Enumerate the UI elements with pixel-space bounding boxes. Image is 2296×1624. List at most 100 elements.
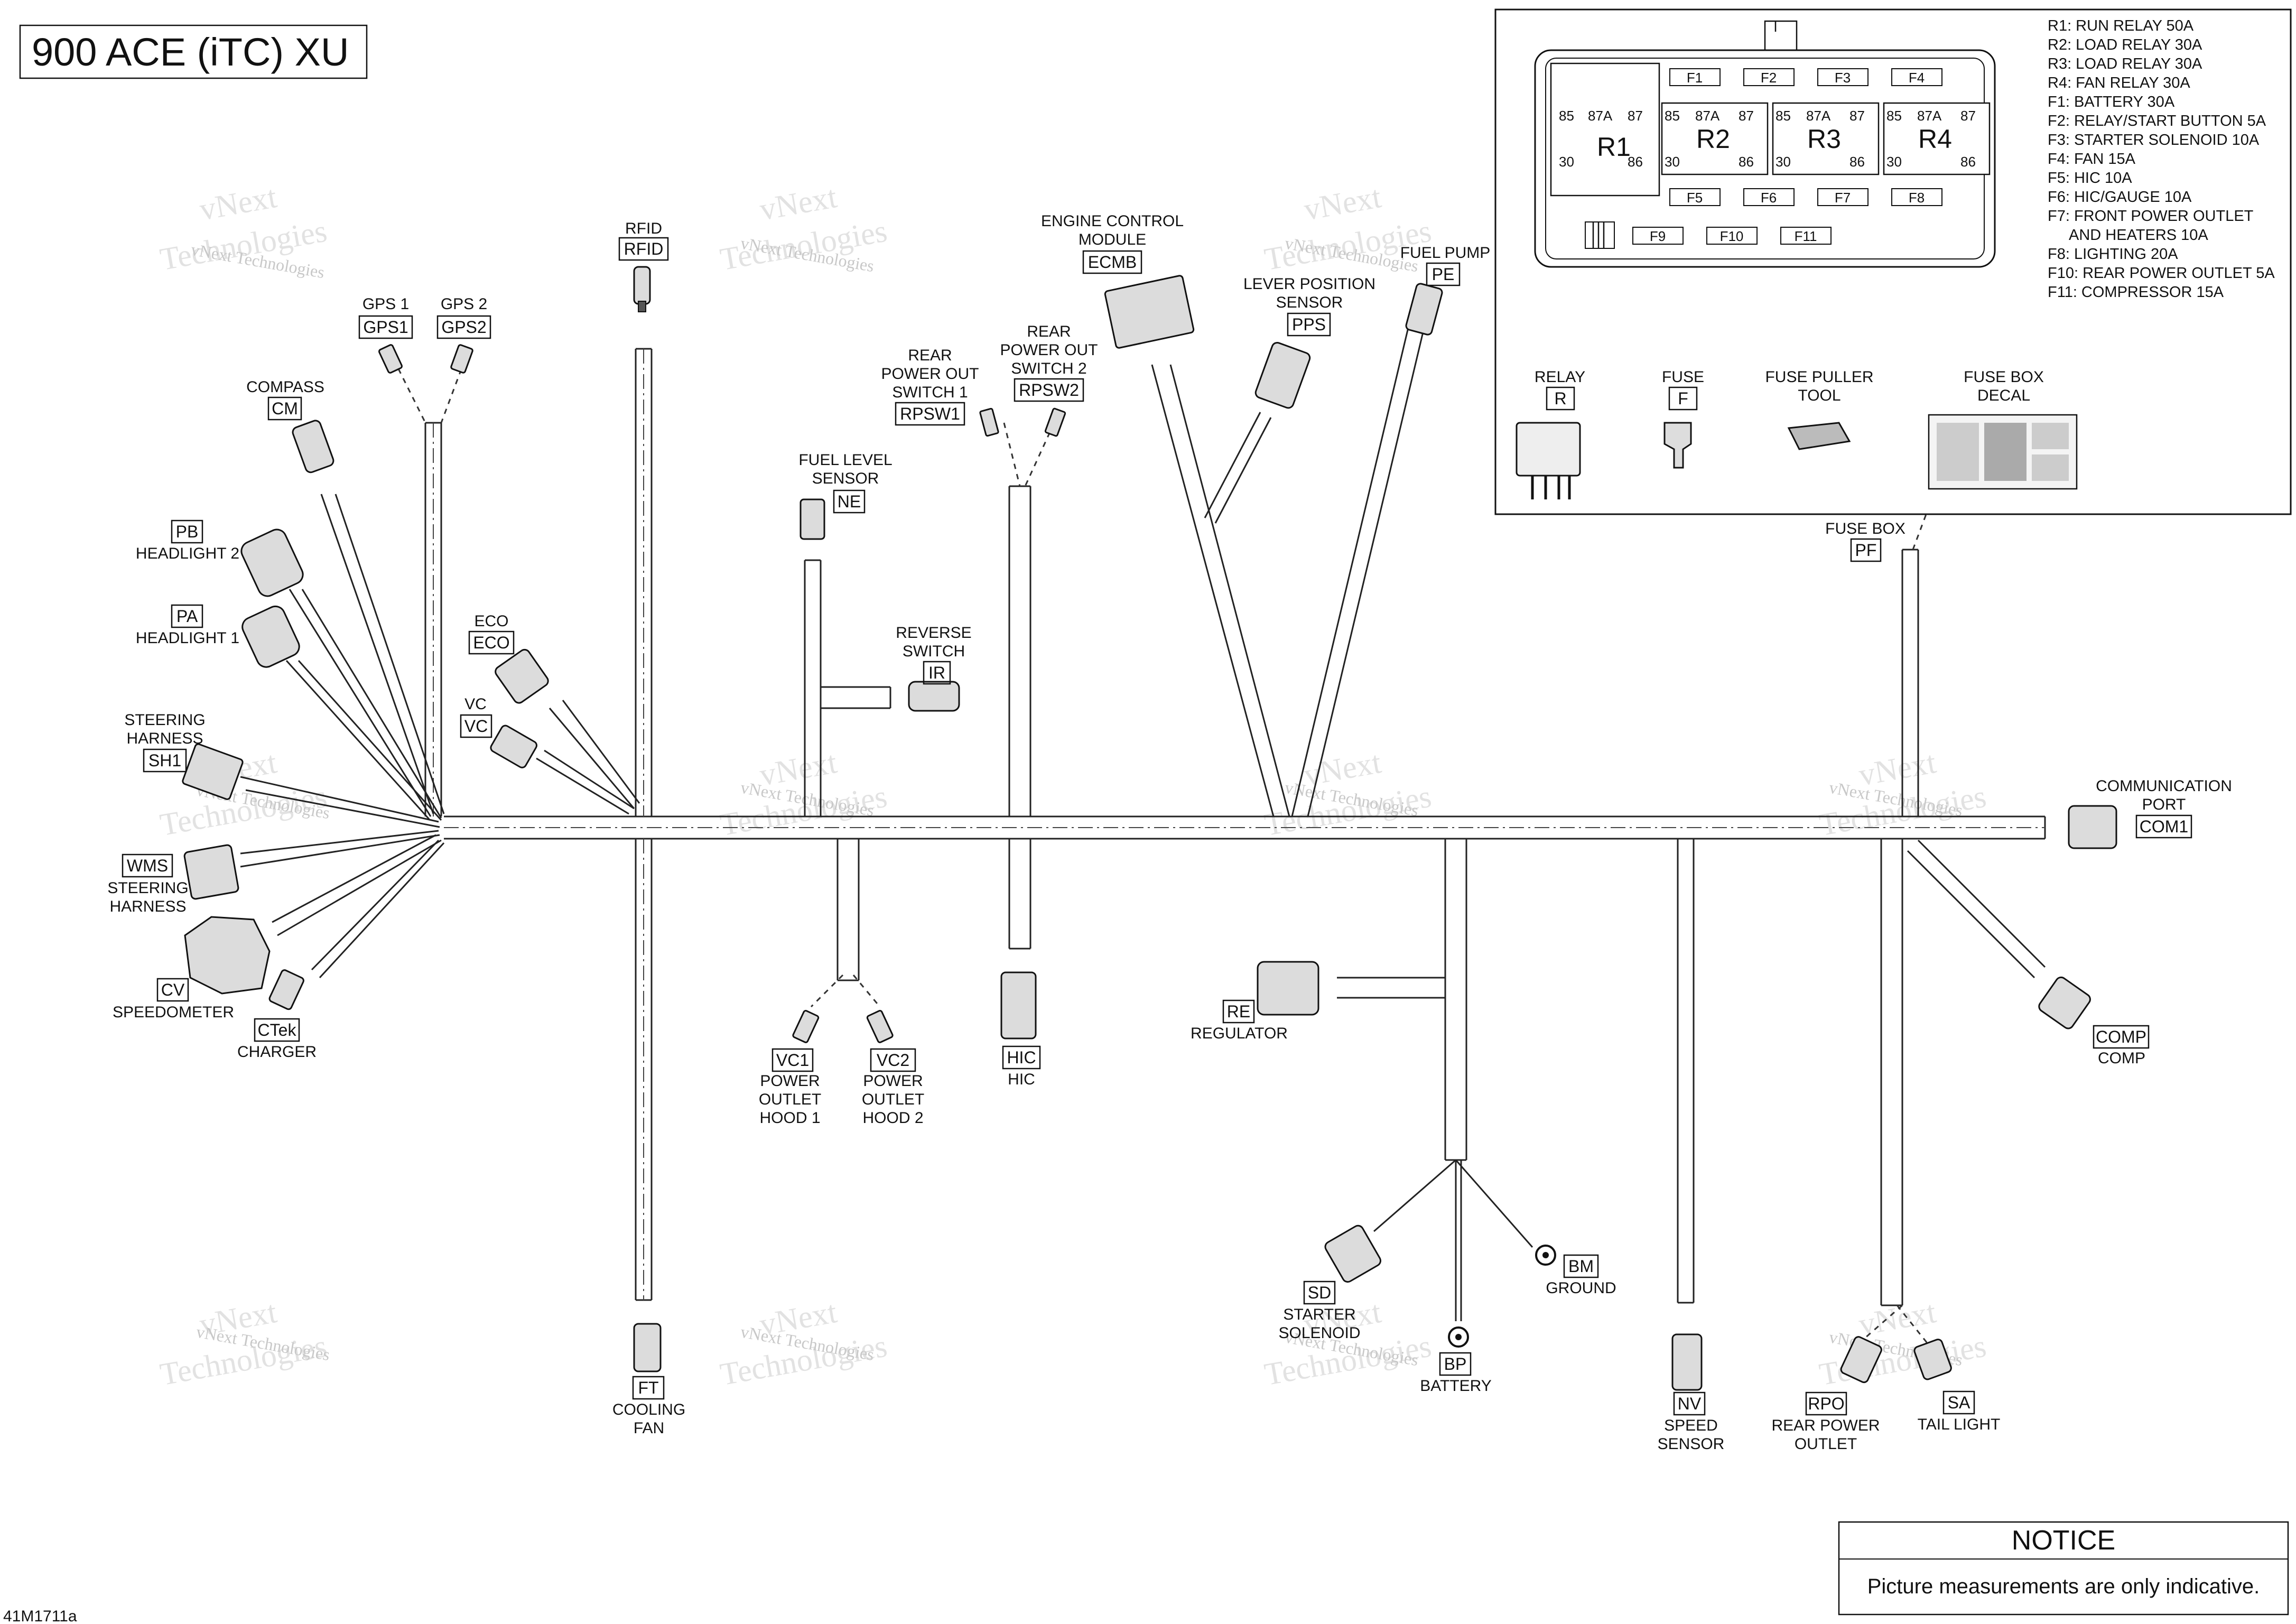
eco-code: ECO	[473, 633, 509, 652]
coolingfan-code: FT	[638, 1378, 658, 1397]
svg-text:F2: RELAY/START BUTTON 5A: F2: RELAY/START BUTTON 5A	[2048, 113, 2266, 129]
fuse-f10: F10	[1720, 228, 1744, 244]
svg-text:F5: HIC 10A: F5: HIC 10A	[2048, 170, 2132, 187]
part-puller-label-1: FUSE PULLER	[1765, 368, 1873, 386]
taillight-label: TAIL LIGHT	[1918, 1416, 2001, 1433]
svg-text:R1: RUN RELAY 50A: R1: RUN RELAY 50A	[2048, 17, 2194, 34]
svg-text:vNext: vNext	[757, 179, 840, 227]
harness-trunks	[240, 327, 2046, 1321]
svg-text:85: 85	[1559, 108, 1574, 124]
speedsensor-connector-icon	[1671, 1333, 1703, 1391]
fuse-f9: F9	[1650, 228, 1666, 244]
fuellevel-label-2: SENSOR	[812, 470, 879, 487]
speedometer-label: SPEEDOMETER	[113, 1004, 234, 1021]
lever-connector-icon	[1254, 341, 1311, 409]
charger-label: CHARGER	[237, 1043, 317, 1061]
vc2-label-1: POWER	[863, 1072, 923, 1090]
notice-text: Picture measurements are only indicative…	[1867, 1575, 2260, 1598]
reverse-label-2: SWITCH	[903, 643, 965, 660]
relay-r2-name: R2	[1696, 124, 1730, 154]
rearoutlet-label-2: OUTLET	[1795, 1435, 1857, 1453]
coolingfan-connector-icon	[633, 1323, 662, 1372]
svg-text:87A: 87A	[1588, 108, 1613, 124]
fuelpump-connector-icon	[1405, 283, 1443, 336]
part-decal-label-1: FUSE BOX	[1964, 368, 2044, 386]
svg-text:87: 87	[1849, 108, 1865, 124]
fuse-f6: F6	[1761, 190, 1777, 206]
ecm-connector-icon	[1104, 275, 1195, 349]
vc2-connector-icon	[866, 1010, 894, 1043]
vc2-label-2: OUTLET	[862, 1091, 924, 1108]
vc1-label-3: HOOD 1	[759, 1109, 820, 1127]
sh1-code: SH1	[148, 751, 181, 770]
vc-code: VC	[464, 717, 488, 736]
vc2-label-3: HOOD 2	[862, 1109, 923, 1127]
rpsw1-code: RPSW1	[900, 404, 960, 423]
gps2-label: GPS 2	[441, 295, 487, 313]
fuse-f8: F8	[1909, 190, 1925, 206]
compass-code: CM	[272, 399, 298, 418]
vc1-label-2: OUTLET	[759, 1091, 821, 1108]
fuellevel-label-1: FUEL LEVEL	[798, 451, 892, 469]
rpsw2-label-3: SWITCH 2	[1011, 360, 1086, 377]
vc-label: VC	[464, 695, 487, 713]
comp-label: COMP	[2098, 1050, 2145, 1067]
comport-code: COM1	[2140, 817, 2188, 836]
rfid-connector-icon	[633, 266, 651, 305]
relay-r1	[1550, 62, 1660, 197]
sh1-label-2: HARNESS	[126, 730, 203, 747]
svg-text:85: 85	[1665, 108, 1680, 124]
gps2-connector-icon	[450, 344, 473, 374]
svg-text:86: 86	[1849, 154, 1865, 170]
vc1-label-1: POWER	[760, 1072, 820, 1090]
title-box: 900 ACE (iTC) XU	[19, 24, 368, 79]
rpsw1-label-2: POWER OUT	[881, 365, 979, 383]
headlight2-connector-icon	[240, 528, 304, 597]
svg-text:R3: LOAD RELAY 30A: R3: LOAD RELAY 30A	[2048, 55, 2202, 72]
lever-label-1: LEVER POSITION	[1243, 275, 1375, 293]
taillight-connector-icon	[1913, 1339, 1952, 1380]
svg-text:vNext: vNext	[197, 179, 280, 227]
svg-text:vNext: vNext	[1302, 179, 1384, 227]
part-puller-label-2: TOOL	[1798, 387, 1840, 404]
svg-text:86: 86	[1628, 154, 1643, 170]
headlight1-label: HEADLIGHT 1	[136, 629, 239, 647]
rpsw1-label-3: SWITCH 1	[892, 384, 968, 401]
svg-text:F7: FRONT POWER OUTLET: F7: FRONT POWER OUTLET	[2048, 208, 2254, 225]
wms-code: WMS	[127, 856, 168, 875]
vc1-code: VC1	[776, 1051, 809, 1070]
relay-r4	[1883, 102, 1991, 175]
eco-label: ECO	[474, 613, 508, 630]
part-relay-label: RELAY	[1535, 368, 1585, 386]
part-number: 41M1711a	[3, 1608, 77, 1624]
coolingfan-label-1: COOLING	[612, 1401, 685, 1418]
starter-label-1: STARTER	[1283, 1306, 1355, 1323]
fuelpump-label: FUEL PUMP	[1400, 244, 1491, 262]
ground-code: BM	[1568, 1257, 1594, 1276]
svg-text:F4: FAN 15A: F4: FAN 15A	[2048, 151, 2136, 168]
speedometer-connector-icon	[184, 916, 271, 995]
rpsw2-label-1: REAR	[1027, 323, 1071, 340]
part-decal-label-2: DECAL	[1977, 387, 2030, 404]
regulator-connector-icon	[1257, 961, 1319, 1016]
svg-text:30: 30	[1559, 154, 1574, 170]
svg-text:87: 87	[1628, 108, 1643, 124]
gps1-connector-icon	[378, 344, 403, 374]
compass-connector-icon	[292, 420, 334, 474]
fuse-f7: F7	[1835, 190, 1851, 206]
fuse-f1: F1	[1687, 70, 1703, 86]
part-fuse-label: FUSE	[1662, 368, 1704, 386]
fuellevel-code: NE	[838, 492, 861, 511]
sh1-connector-icon	[182, 743, 244, 800]
svg-text:F8: LIGHTING 20A: F8: LIGHTING 20A	[2048, 246, 2178, 263]
svg-text:F11: COMPRESSOR 15A: F11: COMPRESSOR 15A	[2048, 284, 2224, 301]
speedometer-code: CV	[161, 980, 185, 999]
headlight2-code: PB	[176, 522, 199, 541]
compass-label: COMPASS	[246, 378, 324, 396]
fuse-box-inset: 85 87A 87 R1 30 86 85 87A 87 R2 30 86 85…	[1494, 8, 2292, 515]
svg-text:87A: 87A	[1917, 108, 1942, 124]
headlight2-label: HEADLIGHT 2	[136, 545, 239, 562]
hic-label: HIC	[1008, 1071, 1035, 1088]
svg-text:85: 85	[1776, 108, 1791, 124]
ground-label: GROUND	[1546, 1279, 1616, 1297]
